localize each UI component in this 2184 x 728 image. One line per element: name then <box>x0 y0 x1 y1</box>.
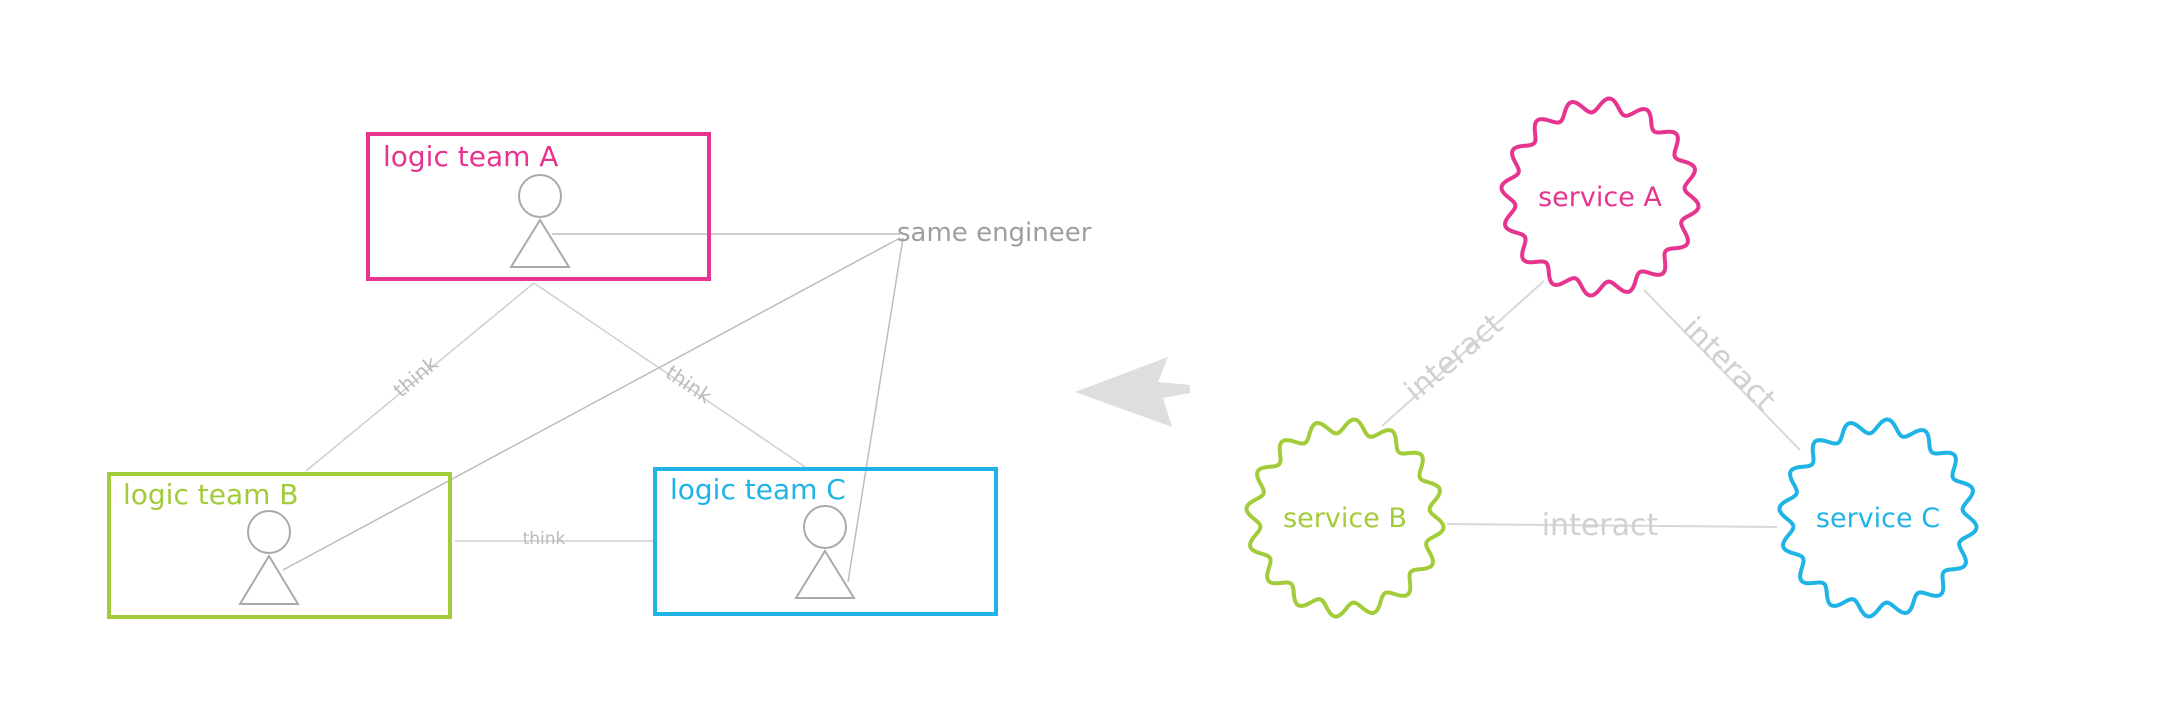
team-c-box <box>653 467 998 616</box>
edge-label-interact-ac: interact <box>1675 311 1782 418</box>
service-a: service A <box>1499 96 1701 298</box>
service-a-label: service A <box>1538 182 1662 213</box>
person-icon <box>509 174 571 268</box>
edge-label-think-bc: think <box>523 529 566 549</box>
service-c-shape <box>1777 417 1979 619</box>
team-b-box <box>107 472 452 619</box>
logic-team-b: logic team B <box>107 472 452 619</box>
logic-team-c: logic team C <box>653 467 998 616</box>
logic-team-a: logic team A <box>366 132 711 281</box>
person-icon <box>794 505 856 599</box>
team-a-box <box>366 132 711 281</box>
edge-team-a-team-b <box>305 282 535 472</box>
edge-engineer-b <box>282 237 901 571</box>
team-b-label: logic team B <box>123 478 299 511</box>
edge-label-interact-ab: interact <box>1398 307 1510 409</box>
edge-service-b-c <box>1446 523 1778 528</box>
service-b-label: service B <box>1283 503 1407 534</box>
edge-label-think-ab: think <box>389 351 443 402</box>
edge-team-a-team-c <box>533 282 809 470</box>
engineer-label: same engineer <box>897 218 1092 248</box>
edge-label-interact-bc: interact <box>1542 508 1659 543</box>
team-c-label: logic team C <box>670 473 846 506</box>
team-a-label: logic team A <box>383 140 558 173</box>
service-c-label: service C <box>1816 503 1940 534</box>
service-b: service B <box>1244 417 1446 619</box>
service-a-shape <box>1499 96 1701 298</box>
service-b-shape <box>1244 417 1446 619</box>
services-diagram: interact interact interact service A ser… <box>1244 96 1979 619</box>
edge-engineer-c <box>847 237 904 583</box>
edge-service-a-b <box>1381 280 1545 427</box>
arrow-left-icon <box>1075 357 1190 427</box>
edge-service-a-c <box>1643 289 1801 451</box>
service-c: service C <box>1777 417 1979 619</box>
person-icon <box>238 510 300 605</box>
logic-teams-diagram: think think think same engineer logic te… <box>107 132 1092 619</box>
